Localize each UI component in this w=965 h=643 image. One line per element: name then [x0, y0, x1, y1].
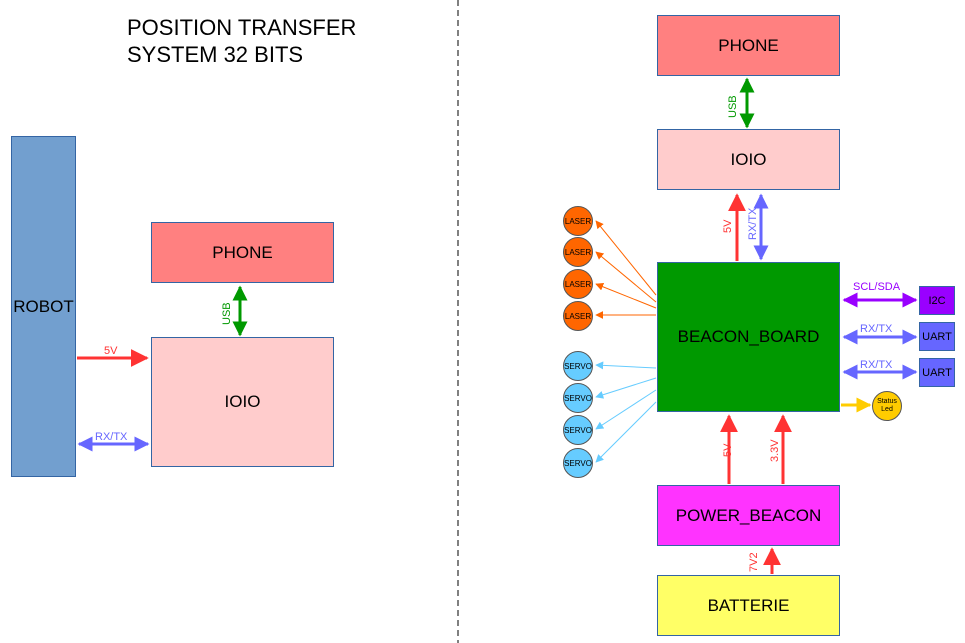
i2c-box: I2C — [919, 286, 955, 315]
servo-arrow-1 — [595, 361, 657, 370]
servo-arrow-3 — [595, 389, 657, 430]
servo-1: SERVO — [563, 351, 593, 381]
servo-4: SERVO — [563, 448, 593, 478]
uart1-box: UART — [919, 322, 955, 351]
title-line-1: POSITION TRANSFER — [127, 15, 357, 40]
power-beacon-box: POWER_BEACON — [657, 485, 840, 546]
left-phone-box: PHONE — [151, 222, 334, 283]
right-ioio-label: IOIO — [730, 149, 767, 169]
uart1-label: UART — [922, 330, 952, 343]
right-rxtx-top-label: RX/TX — [747, 207, 759, 240]
servo-4-label: SERVO — [564, 458, 592, 468]
servo-2-label: SERVO — [564, 393, 592, 403]
left-rxtx-label: RX/TX — [95, 431, 128, 443]
beacon-board-label: BEACON_BOARD — [677, 327, 820, 346]
diagram-title: POSITION TRANSFER SYSTEM 32 BITS — [127, 14, 356, 68]
laser-arrow-2 — [595, 251, 657, 303]
title-line-2: SYSTEM 32 BITS — [127, 42, 304, 67]
servo-arrow-4 — [595, 401, 657, 463]
right-phone-box: PHONE — [657, 15, 840, 76]
servo-2: SERVO — [563, 383, 593, 413]
beacon-board-box: BEACON_BOARD — [657, 262, 840, 412]
battery-7v2-label: 7V2 — [748, 552, 760, 572]
status-led-label: Status Led — [877, 398, 897, 413]
status-led: Status Led — [872, 391, 902, 421]
robot-box: ROBOT — [11, 136, 76, 477]
laser-1: LASER — [563, 206, 593, 236]
power-beacon-label: POWER_BEACON — [675, 505, 822, 525]
robot-label: ROBOT — [13, 296, 74, 316]
laser-arrow-3 — [595, 282, 657, 309]
laser-1-label: LASER — [564, 216, 592, 226]
left-5v-label: 5V — [104, 345, 118, 357]
power-33v-label: 3.3V — [769, 439, 781, 462]
servo-3: SERVO — [563, 415, 593, 445]
laser-2-label: LASER — [564, 247, 592, 257]
left-ioio-label: IOIO — [224, 392, 261, 411]
left-usb-label: USB — [221, 302, 233, 325]
laser-4: LASER — [563, 301, 593, 331]
i2c-label: I2C — [928, 294, 946, 307]
batterie-label: BATTERIE — [707, 595, 790, 615]
servo-arrow-2 — [595, 377, 657, 399]
scl-sda-label: SCL/SDA — [853, 281, 901, 293]
uart2-rxtx-label: RX/TX — [860, 359, 893, 371]
batterie-box: BATTERIE — [657, 575, 840, 636]
laser-4-label: LASER — [564, 311, 592, 321]
right-ioio-box: IOIO — [657, 129, 840, 190]
left-ioio-box: IOIO — [151, 337, 334, 467]
uart1-rxtx-label: RX/TX — [860, 323, 893, 335]
laser-3: LASER — [563, 269, 593, 299]
uart2-box: UART — [919, 358, 955, 387]
right-5v-top-label: 5V — [722, 219, 734, 233]
left-phone-label: PHONE — [212, 242, 273, 262]
power-5v-label: 5V — [722, 443, 734, 457]
uart2-label: UART — [922, 366, 952, 379]
laser-2: LASER — [563, 237, 593, 267]
right-phone-label: PHONE — [718, 35, 779, 55]
servo-1-label: SERVO — [564, 361, 592, 371]
laser-arrow-1 — [595, 220, 657, 296]
servo-3-label: SERVO — [564, 425, 592, 435]
right-usb-label: USB — [727, 95, 739, 118]
laser-3-label: LASER — [564, 279, 592, 289]
